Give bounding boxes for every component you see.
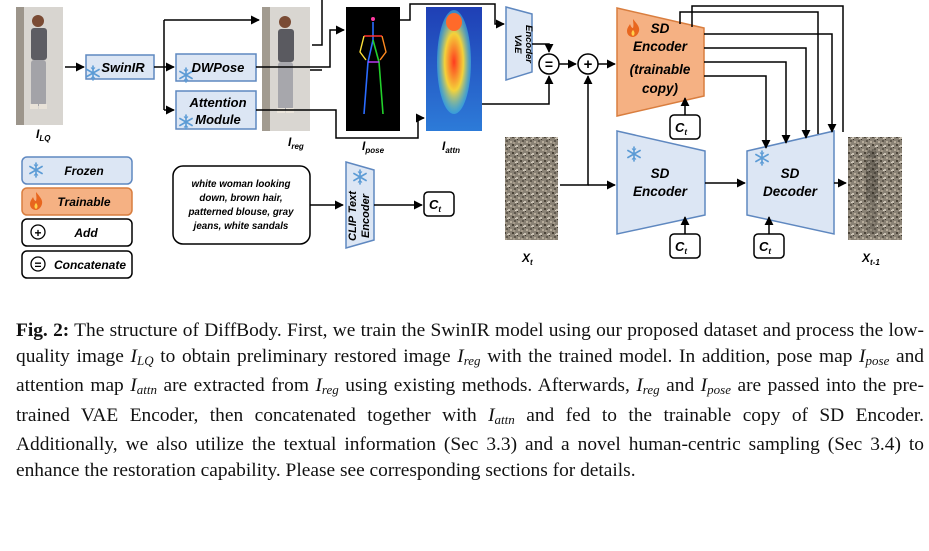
label-i-attn: Iattn	[442, 139, 460, 155]
connector-lines	[65, 0, 847, 234]
label-i-reg: Ireg	[288, 135, 304, 151]
svg-text:down, brown hair,: down, brown hair,	[199, 193, 282, 204]
attention-module: Attention Module	[175, 90, 257, 130]
svg-text:CLIP Text: CLIP Text	[347, 190, 359, 241]
svg-text:Encoder: Encoder	[360, 193, 372, 238]
vae-encoder: VAE Encoder	[505, 6, 534, 82]
caption-text: and fed to the trainable copy of SD Enco…	[16, 404, 924, 481]
legend-trainable: Trainable	[21, 187, 133, 216]
caption-text: and attention map	[16, 345, 924, 397]
attention-map-image	[426, 7, 482, 131]
legend-concatenate: = Concatenate	[21, 250, 133, 279]
math-sub: attn	[494, 411, 515, 427]
svg-text:SD: SD	[651, 21, 670, 36]
svg-text:Ct: Ct	[759, 239, 771, 256]
noisy-latent-xt	[505, 137, 558, 240]
caption-text: The structure of DiffBody. First, we tra…	[16, 320, 925, 367]
figure-caption: Fig. 2: The structure of DiffBody. First…	[16, 318, 924, 483]
caption-text: using existing methods. Afterwards,	[338, 375, 637, 396]
ct-box-decoder: Ct	[753, 233, 785, 259]
svg-text:VAE: VAE	[512, 35, 523, 54]
svg-text:Ct: Ct	[675, 239, 687, 256]
figure-label: Fig. 2:	[16, 320, 70, 341]
diffbody-architecture-diagram: ILQ SwinIR DWPose Attention Module Ireg	[16, 0, 902, 279]
caption-text: with the trained model. In addition, pos…	[480, 345, 860, 367]
sd-encoder-trainable-copy: SD Encoder (trainable copy)	[616, 7, 705, 117]
math-sub: reg	[321, 382, 339, 397]
svg-text:Encoder: Encoder	[633, 39, 688, 54]
math-sub: reg	[642, 382, 660, 397]
math-var: I	[488, 404, 495, 426]
silhouette-hint	[866, 149, 878, 234]
denoised-latent-xt1	[848, 137, 902, 240]
svg-text:Ct: Ct	[429, 197, 441, 214]
svg-text:Concatenate: Concatenate	[54, 258, 126, 272]
svg-text:DWPose: DWPose	[192, 60, 245, 75]
sd-encoder-frozen: SD Encoder	[616, 130, 706, 235]
ct-box-encoder: Ct	[669, 233, 701, 259]
svg-text:Trainable: Trainable	[57, 195, 110, 209]
svg-text:patterned blouse, gray: patterned blouse, gray	[187, 207, 294, 218]
svg-text:Ct: Ct	[675, 120, 687, 137]
text-prompt-box: white woman looking down, brown hair, pa…	[172, 165, 311, 245]
svg-text:Attention: Attention	[188, 95, 246, 110]
math-var: I	[315, 375, 322, 396]
math-sub: LQ	[136, 352, 154, 368]
dwpose-module: DWPose	[175, 53, 257, 83]
math-var: I	[700, 375, 708, 396]
ct-box-text: Ct	[423, 191, 455, 217]
math-sub: attn	[136, 382, 157, 397]
svg-text:Encoder: Encoder	[633, 184, 688, 199]
svg-text:=: =	[34, 258, 41, 272]
svg-text:Add: Add	[73, 226, 98, 240]
svg-text:Module: Module	[195, 112, 241, 127]
caption-text: are passed into the pre-trained VAE Enco…	[16, 375, 924, 426]
math-sub: pose	[865, 352, 890, 368]
svg-text:+: +	[34, 226, 41, 240]
input-lq-image	[16, 7, 63, 125]
pose-map-image	[346, 7, 400, 131]
legend-frozen: Frozen	[21, 156, 133, 185]
restored-reg-image	[262, 7, 310, 131]
svg-text:SwinIR: SwinIR	[101, 60, 145, 75]
svg-text:+: +	[584, 56, 593, 73]
ct-box-trainable: Ct	[669, 114, 701, 140]
svg-text:Frozen: Frozen	[64, 164, 103, 178]
concat-operator: =	[538, 53, 560, 75]
math-sub: pose	[707, 382, 731, 397]
svg-text:Decoder: Decoder	[763, 184, 818, 199]
add-operator: +	[577, 53, 599, 75]
math-var: I	[130, 375, 137, 396]
svg-text:white woman looking: white woman looking	[191, 179, 290, 190]
svg-text:SD: SD	[651, 166, 670, 181]
swinir-module: SwinIR	[85, 54, 155, 81]
label-i-lq: ILQ	[36, 127, 51, 143]
svg-text:Encoder: Encoder	[523, 25, 534, 64]
math-var: I	[457, 345, 464, 367]
label-x-t: Xt	[521, 251, 533, 267]
legend-add: + Add	[21, 218, 133, 247]
clip-text-encoder: CLIP Text Encoder	[345, 161, 375, 249]
caption-text: are extracted from	[156, 375, 316, 396]
svg-text:SD: SD	[781, 166, 800, 181]
svg-text:=: =	[545, 56, 553, 72]
sd-decoder: SD Decoder	[746, 130, 835, 235]
label-i-pose: Ipose	[362, 139, 385, 155]
svg-text:jeans, white sandals: jeans, white sandals	[192, 221, 289, 232]
svg-text:copy): copy)	[642, 81, 679, 96]
math-sub: reg	[463, 352, 481, 368]
math-var: I	[636, 375, 643, 396]
caption-text: to obtain preliminary restored image	[153, 345, 458, 367]
math-var: I	[130, 345, 137, 367]
caption-text: and	[659, 375, 701, 396]
svg-text:(trainable: (trainable	[630, 62, 691, 77]
math-var: I	[859, 345, 866, 367]
label-x-t1: Xt-1	[861, 251, 880, 267]
